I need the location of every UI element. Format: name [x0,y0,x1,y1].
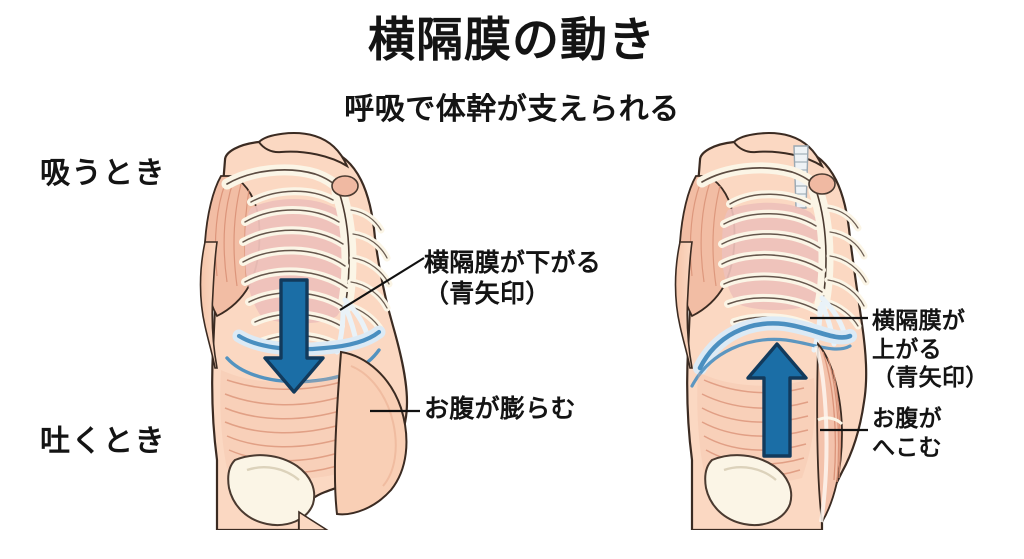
diaphragm-line-exhale [697,321,853,371]
ribcage-outline [721,193,823,329]
shoulder-joint [808,173,836,195]
callout-diaphragm-down: 横隔膜が下がる （青矢印） [424,249,602,308]
hip-contour [298,510,329,530]
diaphragm-line-inhale [236,329,382,352]
phase-label-inhale: 吸うとき [40,157,166,190]
callout-belly-expand: お腹が膨らむ [424,395,576,423]
belly-bulge [333,350,408,516]
deltoid-striations [214,181,250,287]
callout-diaphragm-up: 横隔膜が 上がる （青矢印） [872,307,989,391]
oblique-muscle-striations [701,379,809,477]
anatomy-figure-exhale [674,132,870,530]
phase-label-exhale: 吐くとき [40,425,166,458]
upper-arm [199,241,218,369]
upper-arm [674,241,693,369]
callout-belly-contract: お腹が へこむ [872,405,942,460]
diaphragm-arrow-up [746,342,808,458]
linea-alba [814,345,829,523]
diaphragm-lower-edge-exhale [690,337,852,388]
deltoid-striations [689,181,721,287]
pelvis-ridge [246,466,300,481]
tendinous-intersection [817,416,844,426]
pelvis-ridge [723,466,777,481]
diaphragm-arrow-down [263,278,325,394]
oblique-muscle-body [220,370,349,479]
page-subtitle: 呼吸で体幹が支えられる [344,93,680,126]
page-title: 横隔膜の動き [368,13,656,66]
shoulder-joint [331,175,359,197]
neck [257,132,350,169]
anatomy-figure-inhale [199,132,409,530]
neck [732,132,825,169]
belly-shade [350,365,397,487]
rectus-striations [822,351,841,483]
pelvis-ilium [227,454,316,526]
pelvis-ilium [704,454,793,526]
